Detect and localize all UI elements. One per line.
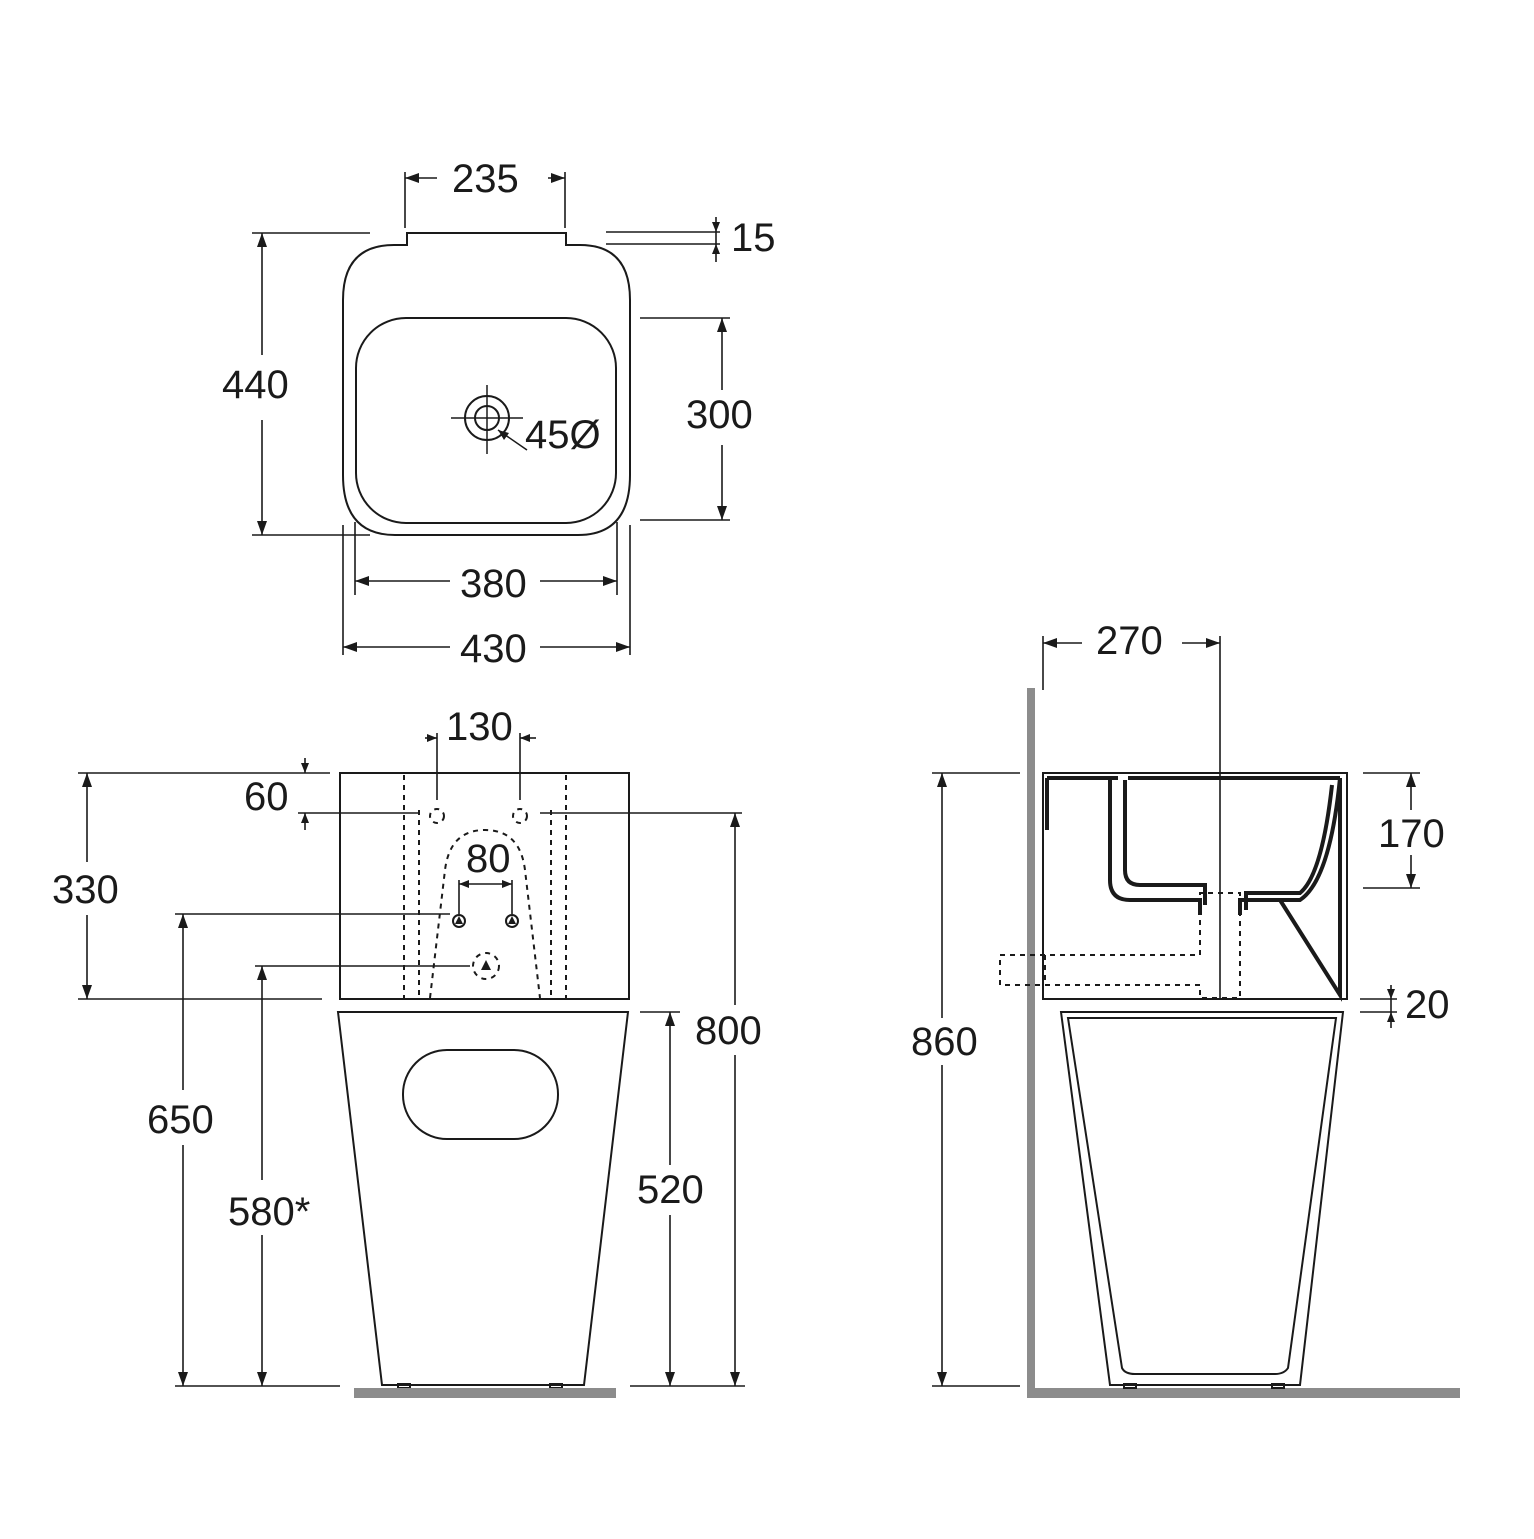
dim-380-label: 380 — [460, 562, 527, 606]
dim-330: 330 — [52, 773, 322, 1000]
front-tap-hole-left — [429, 808, 445, 824]
dim-380: 380 — [354, 522, 618, 606]
dim-440: 440 — [222, 232, 370, 536]
dim-235-label: 235 — [452, 157, 519, 201]
dim-800: 800 — [540, 812, 762, 1386]
dim-170: 170 — [1363, 772, 1445, 889]
dim-580-label: 580* — [228, 1190, 310, 1234]
side-pedestal-inner — [1066, 1017, 1338, 1375]
tap-hole-symbol — [451, 385, 528, 454]
waste-outlet-symbol — [472, 952, 500, 980]
dim-130: 130 — [425, 705, 536, 800]
dim-650: 650 — [147, 913, 450, 1387]
dim-130-label: 130 — [446, 705, 513, 749]
dim-520-label: 520 — [637, 1168, 704, 1212]
dim-270-label: 270 — [1096, 619, 1163, 663]
dim-860-label: 860 — [911, 1020, 978, 1064]
dim-430-label: 430 — [460, 627, 527, 671]
dim-80-label: 80 — [466, 837, 511, 881]
dim-800-label: 800 — [695, 1009, 762, 1053]
dim-60: 60 — [78, 758, 420, 830]
side-bowl-right — [1238, 777, 1342, 1002]
front-pedestal — [336, 1011, 630, 1386]
front-floor — [354, 1388, 616, 1398]
side-drain-dashed — [999, 892, 1241, 999]
dim-20-label: 20 — [1405, 983, 1450, 1027]
side-bowl-section — [1108, 780, 1207, 915]
dim-15-label: 15 — [731, 216, 776, 260]
water-inlet-right — [505, 914, 519, 928]
dim-860: 860 — [911, 772, 1020, 1387]
dim-440-label: 440 — [222, 363, 289, 407]
front-basin-box — [339, 772, 630, 1000]
basin-inner-bowl — [355, 317, 617, 524]
dim-235: 235 — [404, 157, 566, 228]
dim-520: 520 — [630, 1011, 745, 1387]
side-wall — [1027, 688, 1035, 1398]
dim-15: 15 — [606, 216, 776, 262]
dim-45-label: 45Ø — [525, 413, 601, 457]
dim-430: 430 — [342, 525, 631, 671]
top-view: 235 15 440 300 — [222, 157, 776, 671]
side-floor — [1027, 1388, 1460, 1398]
front-tap-hole-right — [512, 808, 528, 824]
dim-580: 580* — [228, 965, 470, 1386]
dim-60-label: 60 — [244, 775, 289, 819]
water-inlet-left — [452, 914, 466, 928]
dim-650-label: 650 — [147, 1098, 214, 1142]
dim-80: 80 — [458, 837, 513, 914]
dim-330-label: 330 — [52, 868, 119, 912]
front-pedestal-opening — [402, 1049, 559, 1140]
dim-20: 20 — [1360, 983, 1450, 1028]
dim-170-label: 170 — [1378, 812, 1445, 856]
dim-270: 270 — [1042, 619, 1221, 1000]
front-view: 130 60 330 80 — [52, 705, 762, 1398]
side-basin-box — [1042, 772, 1348, 1000]
basin-outer-outline — [342, 232, 631, 536]
dim-300: 300 — [640, 317, 753, 521]
dim-300-label: 300 — [686, 393, 753, 437]
side-pedestal-outer — [1059, 1011, 1345, 1386]
side-view: 270 170 20 860 — [911, 619, 1460, 1398]
front-trap-outline — [429, 828, 541, 999]
